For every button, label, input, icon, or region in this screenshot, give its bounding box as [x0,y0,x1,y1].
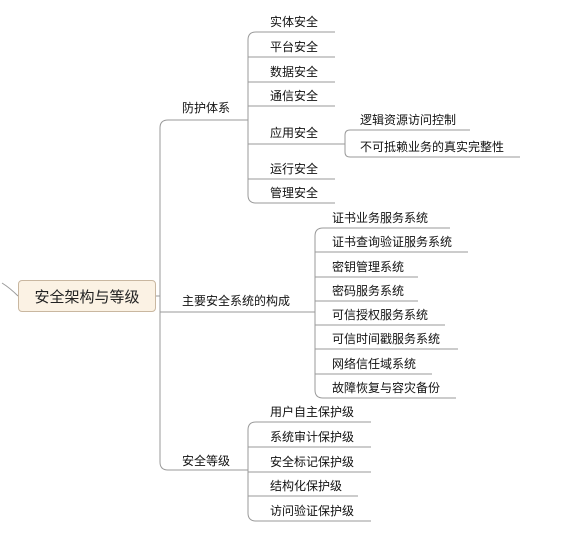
node-key-management[interactable]: 密钥管理系统 [332,260,405,274]
node-management-security[interactable]: 管理安全 [270,186,319,200]
main-spine [159,119,169,471]
root-label: 安全架构与等级 [34,287,140,306]
spine-sub-application [335,129,351,158]
node-disaster-recovery[interactable]: 故障恢复与容灾备份 [332,381,441,395]
node-physical-security[interactable]: 实体安全 [270,15,319,29]
branch-label-security-levels[interactable]: 安全等级 [182,454,231,468]
spine-branch-3 [247,421,257,522]
node-certificate-service[interactable]: 证书业务服务系统 [332,211,429,225]
node-operation-security[interactable]: 运行安全 [270,162,319,176]
node-trusted-authorization[interactable]: 可信授权服务系统 [332,308,429,322]
node-non-repudiation-integrity[interactable]: 不可抵赖业务的真实完整性 [360,140,505,154]
branch-label-main-systems[interactable]: 主要安全系统的构成 [182,294,291,308]
branch-label-protection-system[interactable]: 防护体系 [182,101,231,115]
root-node[interactable]: 安全架构与等级 [18,280,156,312]
node-platform-security[interactable]: 平台安全 [270,40,319,54]
node-application-security[interactable]: 应用安全 [270,126,319,140]
node-logical-access-control[interactable]: 逻辑资源访问控制 [360,113,457,127]
node-system-audit-level[interactable]: 系统审计保护级 [270,430,355,444]
node-trusted-timestamp[interactable]: 可信时间戳服务系统 [332,332,441,346]
node-structured-level[interactable]: 结构化保护级 [270,479,343,493]
node-user-discretionary-level[interactable]: 用户自主保护级 [270,405,355,419]
root-left-stub [1,282,19,297]
node-cryptographic-service[interactable]: 密码服务系统 [332,284,405,298]
node-network-trust-domain[interactable]: 网络信任域系统 [332,357,417,371]
node-security-label-level[interactable]: 安全标记保护级 [270,455,355,469]
node-communication-security[interactable]: 通信安全 [270,89,319,103]
spine-branch-2 [314,227,324,399]
node-data-security[interactable]: 数据安全 [270,65,319,79]
spine-branch-1 [247,31,257,204]
node-certificate-query-verify[interactable]: 证书查询验证服务系统 [332,235,453,249]
node-access-verification-level[interactable]: 访问验证保护级 [270,504,355,518]
